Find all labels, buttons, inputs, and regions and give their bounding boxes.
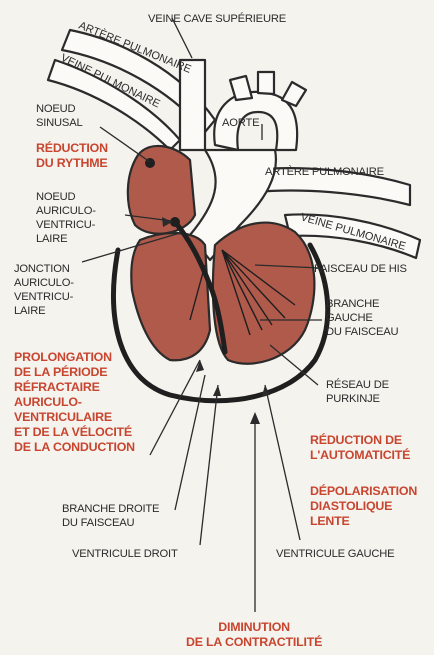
- diminution-contractilite-effect: DIMINUTION DE LA CONTRACTILITÉ: [186, 620, 322, 650]
- noeud-av-label: NOEUD AURICULO- VENTRICU- LAIRE: [36, 190, 96, 246]
- branche-droite-label: BRANCHE DROITE DU FAISCEAU: [62, 502, 159, 530]
- reduction-rythme-effect: RÉDUCTION DU RYTHME: [36, 141, 108, 171]
- right-atrium-muscle: [128, 146, 195, 234]
- aorta-branch-3: [282, 82, 306, 106]
- veine-cave-superieure-label: VEINE CAVE SUPÉRIEURE: [148, 12, 286, 26]
- artere-pulmonaire-right-label: ARTÈRE PULMONAIRE: [265, 165, 384, 179]
- depolarisation-effect: DÉPOLARISATION DIASTOLIQUE LENTE: [310, 484, 417, 529]
- noeud-sinusal-label: NOEUD SINUSAL: [36, 102, 82, 130]
- right-ventricle-muscle: [131, 233, 210, 360]
- reduction-automaticite-effect: RÉDUCTION DE L'AUTOMATICITÉ: [310, 433, 410, 463]
- branche-gauche-label: BRANCHE GAUCHE DU FAISCEAU: [326, 297, 398, 339]
- aorta-branch-2: [258, 72, 274, 94]
- ventricule-gauche-label: VENTRICULE GAUCHE: [276, 547, 394, 561]
- reseau-purkinje-label: RÉSEAU DE PURKINJE: [326, 378, 389, 406]
- faisceau-de-his-label: FAISCEAU DE HIS: [314, 262, 407, 276]
- ventricule-droit-label: VENTRICULE DROIT: [72, 547, 178, 561]
- left-ventricle-muscle: [213, 223, 314, 364]
- prolongation-effect: PROLONGATION DE LA PÉRIODE RÉFRACTAIRE A…: [14, 350, 135, 455]
- aorte-label: AORTE: [222, 116, 259, 130]
- jonction-av-label: JONCTION AURICULO- VENTRICU- LAIRE: [14, 262, 74, 318]
